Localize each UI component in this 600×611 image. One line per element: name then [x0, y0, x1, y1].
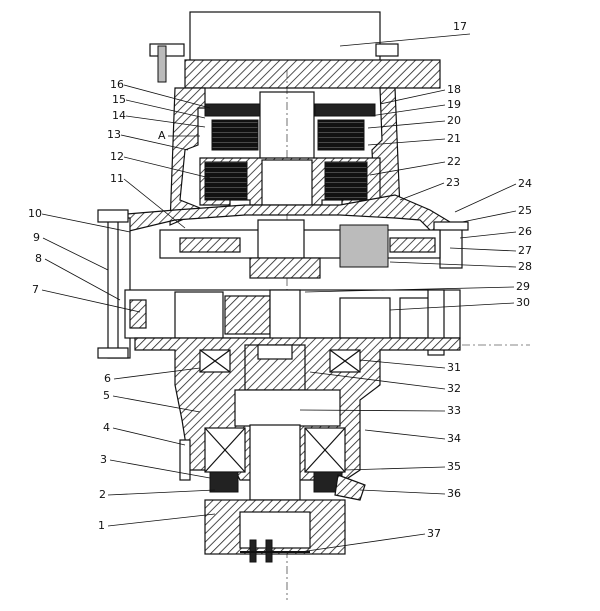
callout-8: 8: [35, 252, 42, 265]
callout-12: 12: [110, 150, 124, 163]
callout-5: 5: [103, 389, 110, 402]
callout-16: 16: [110, 78, 124, 91]
callout-20: 20: [447, 114, 461, 127]
callout-23: 23: [446, 176, 460, 189]
callout-22: 22: [447, 155, 461, 168]
callout-28: 28: [518, 260, 532, 273]
callout-26: 26: [518, 225, 532, 238]
left-callouts: 1 2 3 4 5 6 7 8 9 10 11 12 13 14 15 16: [28, 78, 216, 532]
callout-9: 9: [33, 231, 40, 244]
callout-2: 2: [99, 488, 106, 501]
callout-4: 4: [103, 421, 110, 434]
callout-15: 15: [112, 93, 126, 106]
callout-18: 18: [447, 83, 461, 96]
callout-6: 6: [104, 372, 111, 385]
callout-17: 17: [453, 20, 467, 33]
callout-37: 37: [427, 527, 441, 540]
callout-14: 14: [112, 109, 126, 122]
output-pinion: [204, 499, 346, 563]
callout-35: 35: [447, 460, 461, 473]
callout-33: 33: [447, 404, 461, 417]
callout-29: 29: [516, 280, 530, 293]
first-stage-gears: [159, 219, 441, 279]
callout-34: 34: [447, 432, 461, 445]
callout-11: 11: [110, 172, 124, 185]
callout-32: 32: [447, 382, 461, 395]
callout-7: 7: [32, 283, 39, 296]
callout-36: 36: [447, 487, 461, 500]
callout-31: 31: [447, 361, 461, 374]
callout-1: 1: [98, 519, 105, 532]
callout-10: 10: [28, 207, 42, 220]
motor-housing: [149, 11, 441, 89]
callout-3: 3: [100, 453, 107, 466]
section-marker: A: [158, 129, 166, 142]
second-stage-gears: [124, 289, 530, 356]
callout-27: 27: [518, 244, 532, 257]
callout-25: 25: [518, 204, 532, 217]
right-callouts: 17 18 19 20 21 22 23 24 25 26 27 28 29 3…: [299, 20, 532, 553]
callout-21: 21: [447, 132, 461, 145]
callout-19: 19: [447, 98, 461, 111]
callout-24: 24: [518, 177, 532, 190]
callout-13: 13: [107, 128, 121, 141]
callout-30: 30: [516, 296, 530, 309]
